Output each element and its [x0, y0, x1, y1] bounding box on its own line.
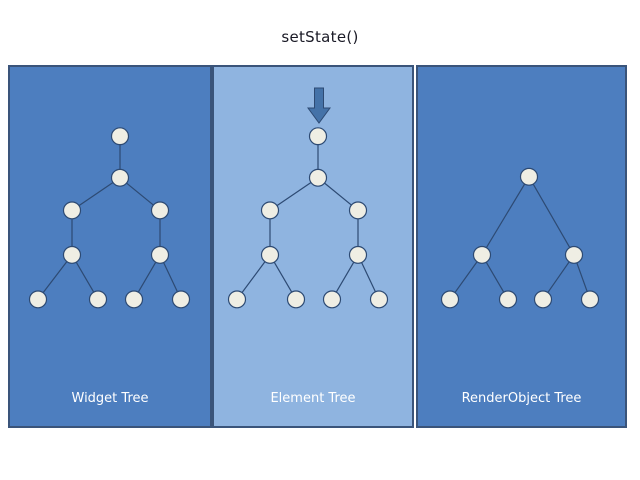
panel-renderobject-tree[interactable]: RenderObject Tree — [416, 65, 627, 428]
panel-element-tree[interactable]: Element Tree — [212, 65, 414, 428]
tree-edge — [528, 176, 575, 256]
tree-node[interactable] — [440, 290, 460, 309]
tree-edge — [236, 254, 271, 300]
tree-node[interactable] — [88, 290, 108, 309]
tree-node[interactable] — [322, 290, 342, 309]
tree-node[interactable] — [62, 201, 82, 220]
widget-tree-graph — [28, 127, 191, 309]
tree-node[interactable] — [533, 290, 553, 309]
tree-node[interactable] — [286, 290, 306, 309]
tree-edge — [71, 177, 121, 211]
tree-node[interactable] — [62, 245, 82, 264]
tree-node[interactable] — [308, 168, 328, 187]
tree-edge — [269, 177, 319, 211]
tree-node[interactable] — [348, 245, 368, 264]
page-title: setState() — [281, 28, 359, 46]
tree-node[interactable] — [110, 127, 130, 146]
tree-edge — [449, 254, 483, 300]
panel-widget-tree[interactable]: Widget Tree — [8, 65, 212, 428]
tree-node[interactable] — [564, 245, 584, 264]
tree-node[interactable] — [308, 127, 328, 146]
tree-node[interactable] — [124, 290, 144, 309]
tree-node[interactable] — [519, 167, 539, 186]
tree-node[interactable] — [498, 290, 518, 309]
tree-node[interactable] — [227, 290, 247, 309]
tree-node[interactable] — [150, 201, 170, 220]
panel-label-renderobject-tree: RenderObject Tree — [461, 391, 582, 406]
tree-edge — [481, 176, 530, 256]
tree-node[interactable] — [28, 290, 48, 309]
tree-node[interactable] — [260, 245, 280, 264]
tree-node[interactable] — [171, 290, 191, 309]
tree-node[interactable] — [369, 290, 389, 309]
renderobject-tree-graph — [440, 167, 600, 309]
tree-edge — [37, 254, 73, 300]
element-tree-graph — [227, 127, 389, 309]
tree-node[interactable] — [580, 290, 600, 309]
panel-label-widget-tree: Widget Tree — [71, 391, 149, 406]
tree-node[interactable] — [260, 201, 280, 220]
panel-label-element-tree: Element Tree — [270, 391, 356, 406]
down-arrow-icon — [307, 87, 331, 124]
tree-node[interactable] — [110, 168, 130, 187]
tree-node[interactable] — [472, 245, 492, 264]
tree-node[interactable] — [150, 245, 170, 264]
tree-edge — [542, 254, 575, 300]
tree-node[interactable] — [348, 201, 368, 220]
